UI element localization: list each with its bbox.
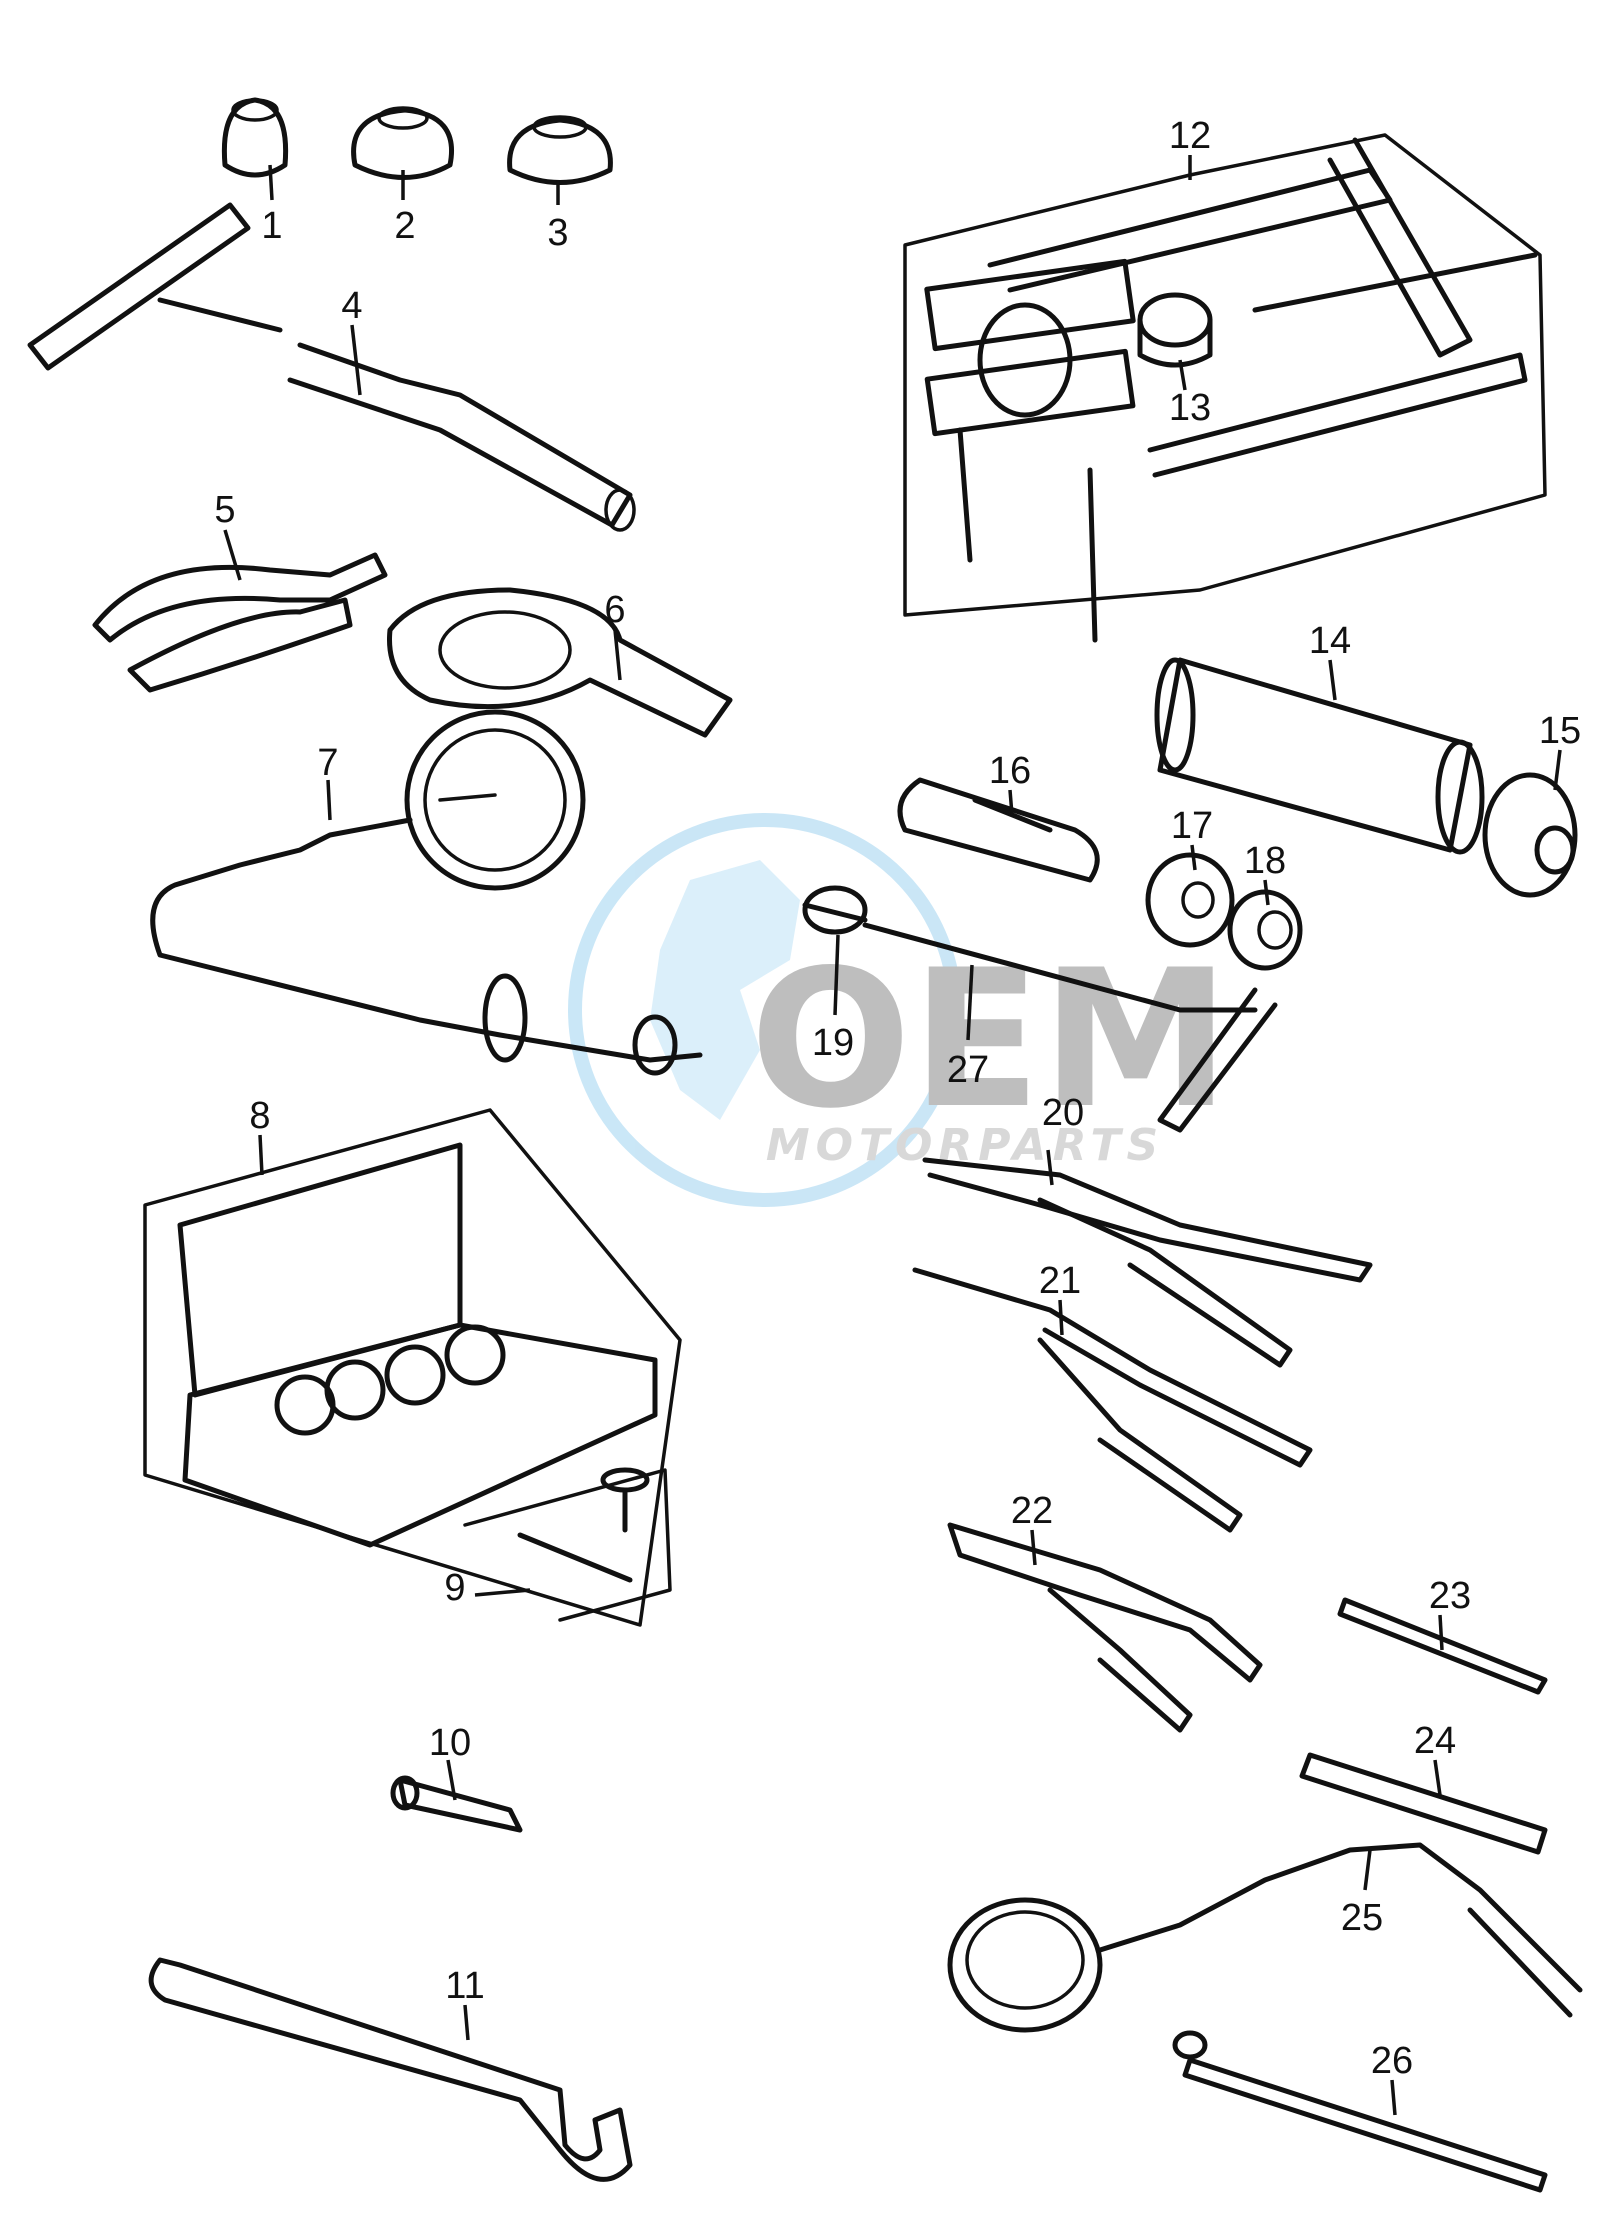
- clutch-holder-tool-icon: [387, 587, 733, 738]
- callout-25: 25: [1341, 1897, 1383, 1939]
- callout-5: 5: [214, 489, 235, 531]
- sleeve-tool-icon: [390, 1775, 523, 1833]
- callout-24: 24: [1414, 1720, 1456, 1762]
- probe-tool-icon: [1172, 2030, 1548, 2193]
- bearing-installer-tube-icon: [1154, 657, 1485, 855]
- bushing-17-icon: [1145, 852, 1235, 948]
- leader-lines: [223, 155, 1562, 2116]
- puller-adapter-icon: [1137, 292, 1213, 368]
- callout-19: 19: [812, 1022, 854, 1064]
- watermark-globe-icon: [568, 813, 962, 1207]
- callout-21: 21: [1039, 1260, 1081, 1302]
- callout-6: 6: [604, 589, 625, 631]
- t-handle-extractor-icon: [802, 885, 1278, 1133]
- installer-cap-icon: [1482, 772, 1578, 898]
- callout-9: 9: [444, 1567, 465, 1609]
- bearing-puller-icon: [903, 133, 1547, 643]
- callout-3: 3: [547, 212, 568, 254]
- screwdriver-23-icon: [1337, 1597, 1548, 1695]
- callout-1: 1: [261, 205, 282, 247]
- pliers-icon: [92, 552, 388, 693]
- callout-2: 2: [394, 205, 415, 247]
- t-handle-socket-tool-icon: [27, 202, 636, 532]
- callout-15: 15: [1539, 710, 1581, 752]
- callout-17: 17: [1171, 805, 1213, 847]
- callout-labels: 1 2 3 4 5 6 7 8 9 10 11 12 13 14 15 16 1…: [214, 115, 1581, 2082]
- spreader-pliers-icon: [947, 1522, 1263, 1733]
- drift-punch-icon: [897, 777, 1100, 883]
- snap-ring-pliers-21-icon: [912, 1267, 1313, 1533]
- callout-8: 8: [249, 1095, 270, 1137]
- watermark: OEM MOTORPARTS: [568, 813, 1230, 1207]
- gear-2-icon: [351, 106, 454, 180]
- hook-spanner-icon: [148, 1957, 633, 2182]
- callout-16: 16: [989, 750, 1031, 792]
- compression-gauge-icon: [150, 709, 703, 1076]
- valve-lapper-tool-icon: [463, 1467, 672, 1622]
- bushing-18-icon: [1227, 889, 1303, 971]
- callout-13: 13: [1169, 387, 1211, 429]
- gear-1-icon: [221, 97, 289, 178]
- oil-pressure-gauge-icon: [947, 1842, 1583, 2033]
- callout-12: 12: [1169, 115, 1211, 157]
- callout-23: 23: [1429, 1575, 1471, 1617]
- callout-4: 4: [341, 285, 362, 327]
- callout-7: 7: [317, 742, 338, 784]
- callout-27: 27: [947, 1049, 989, 1091]
- callout-20: 20: [1042, 1092, 1084, 1134]
- watermark-logo: OEM: [750, 929, 1230, 1150]
- callout-22: 22: [1011, 1490, 1053, 1532]
- callout-10: 10: [429, 1722, 471, 1764]
- callout-14: 14: [1309, 620, 1351, 662]
- gear-3-icon: [507, 115, 613, 185]
- screwdriver-24-icon: [1299, 1752, 1548, 1855]
- snap-ring-pliers-20-icon: [922, 1157, 1373, 1368]
- callout-11: 11: [445, 1965, 484, 2007]
- tool-kit-case-icon: [143, 1108, 682, 1627]
- callout-18: 18: [1244, 840, 1286, 882]
- callout-26: 26: [1371, 2040, 1413, 2082]
